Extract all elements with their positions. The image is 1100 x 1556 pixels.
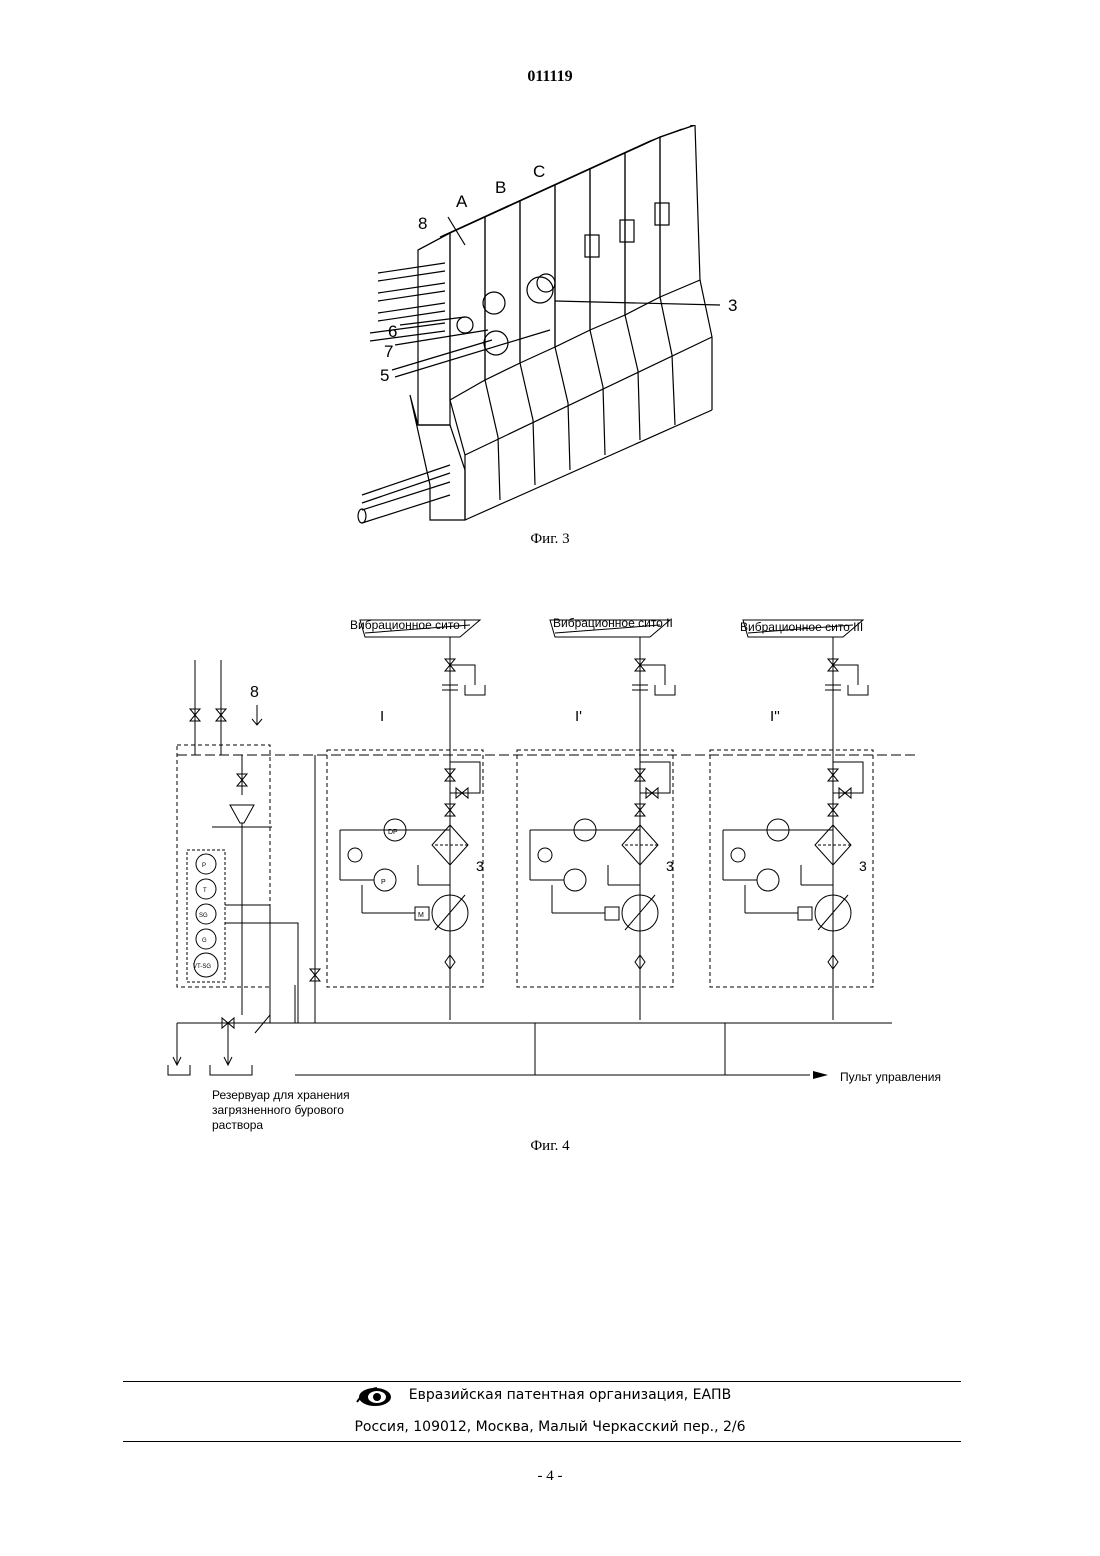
fig4-label-3-unit3: 3: [859, 858, 867, 874]
sensor-sg-label: SG: [199, 913, 208, 919]
fig4-label-3-unit1: 3: [476, 858, 484, 874]
reservoir-line-1: Резервуар для хранения: [212, 1088, 350, 1102]
figure-4-caption: Фиг. 4: [0, 1138, 1100, 1155]
motor-label: M: [418, 912, 424, 919]
figure-4-diagram: Вибрационное сито I Вибрационное сито II…: [150, 605, 960, 1135]
footer-address: Россия, 109012, Москва, Малый Черкасский…: [0, 1419, 1100, 1435]
fig3-label-8: 8: [418, 214, 427, 233]
reservoir-line-2: загрязненного бурового: [212, 1103, 344, 1117]
unit-3-label: I'': [770, 708, 780, 725]
figure-3-drawing: 8 A B C 3 6 7 5: [350, 125, 750, 530]
reservoir-line-3: раствора: [212, 1118, 263, 1132]
screen-1-label: Вибрационное сито I: [350, 618, 467, 632]
footer-organization: Евразийская патентная организация, ЕАПВ: [0, 1387, 1100, 1403]
p-gauge-label: P: [381, 879, 386, 886]
sensor-g-label: G: [202, 938, 207, 944]
footer-top-rule: [123, 1381, 961, 1382]
document-number: 011119: [0, 68, 1100, 86]
fig4-label-3-unit2: 3: [666, 858, 674, 874]
dp-gauge-label: DP: [388, 829, 398, 836]
fig3-label-b: B: [495, 178, 506, 197]
figure-3-caption: Фиг. 3: [0, 531, 1100, 548]
fig3-label-c: C: [533, 162, 545, 181]
fig3-label-7: 7: [384, 342, 393, 361]
screen-2-label: Вибрационное сито II: [553, 616, 673, 630]
sensor-p-label: P: [202, 863, 206, 869]
control-panel-label: Пульт управления: [840, 1070, 941, 1084]
sensor-t-label: T: [203, 888, 207, 894]
fig3-label-3: 3: [728, 296, 737, 315]
unit-2-label: I': [575, 708, 582, 725]
sensor-vtsg-label: VT-SG: [193, 964, 211, 970]
fig3-label-6: 6: [388, 322, 397, 341]
unit-1-label: I: [380, 708, 384, 725]
fig3-label-a: A: [456, 192, 468, 211]
footer-bottom-rule: [123, 1441, 961, 1442]
fig3-label-5: 5: [380, 366, 389, 385]
page-number: - 4 -: [0, 1468, 1100, 1485]
fig4-label-8: 8: [250, 684, 259, 701]
screen-3-label: Вибрационное сито III: [740, 620, 863, 634]
